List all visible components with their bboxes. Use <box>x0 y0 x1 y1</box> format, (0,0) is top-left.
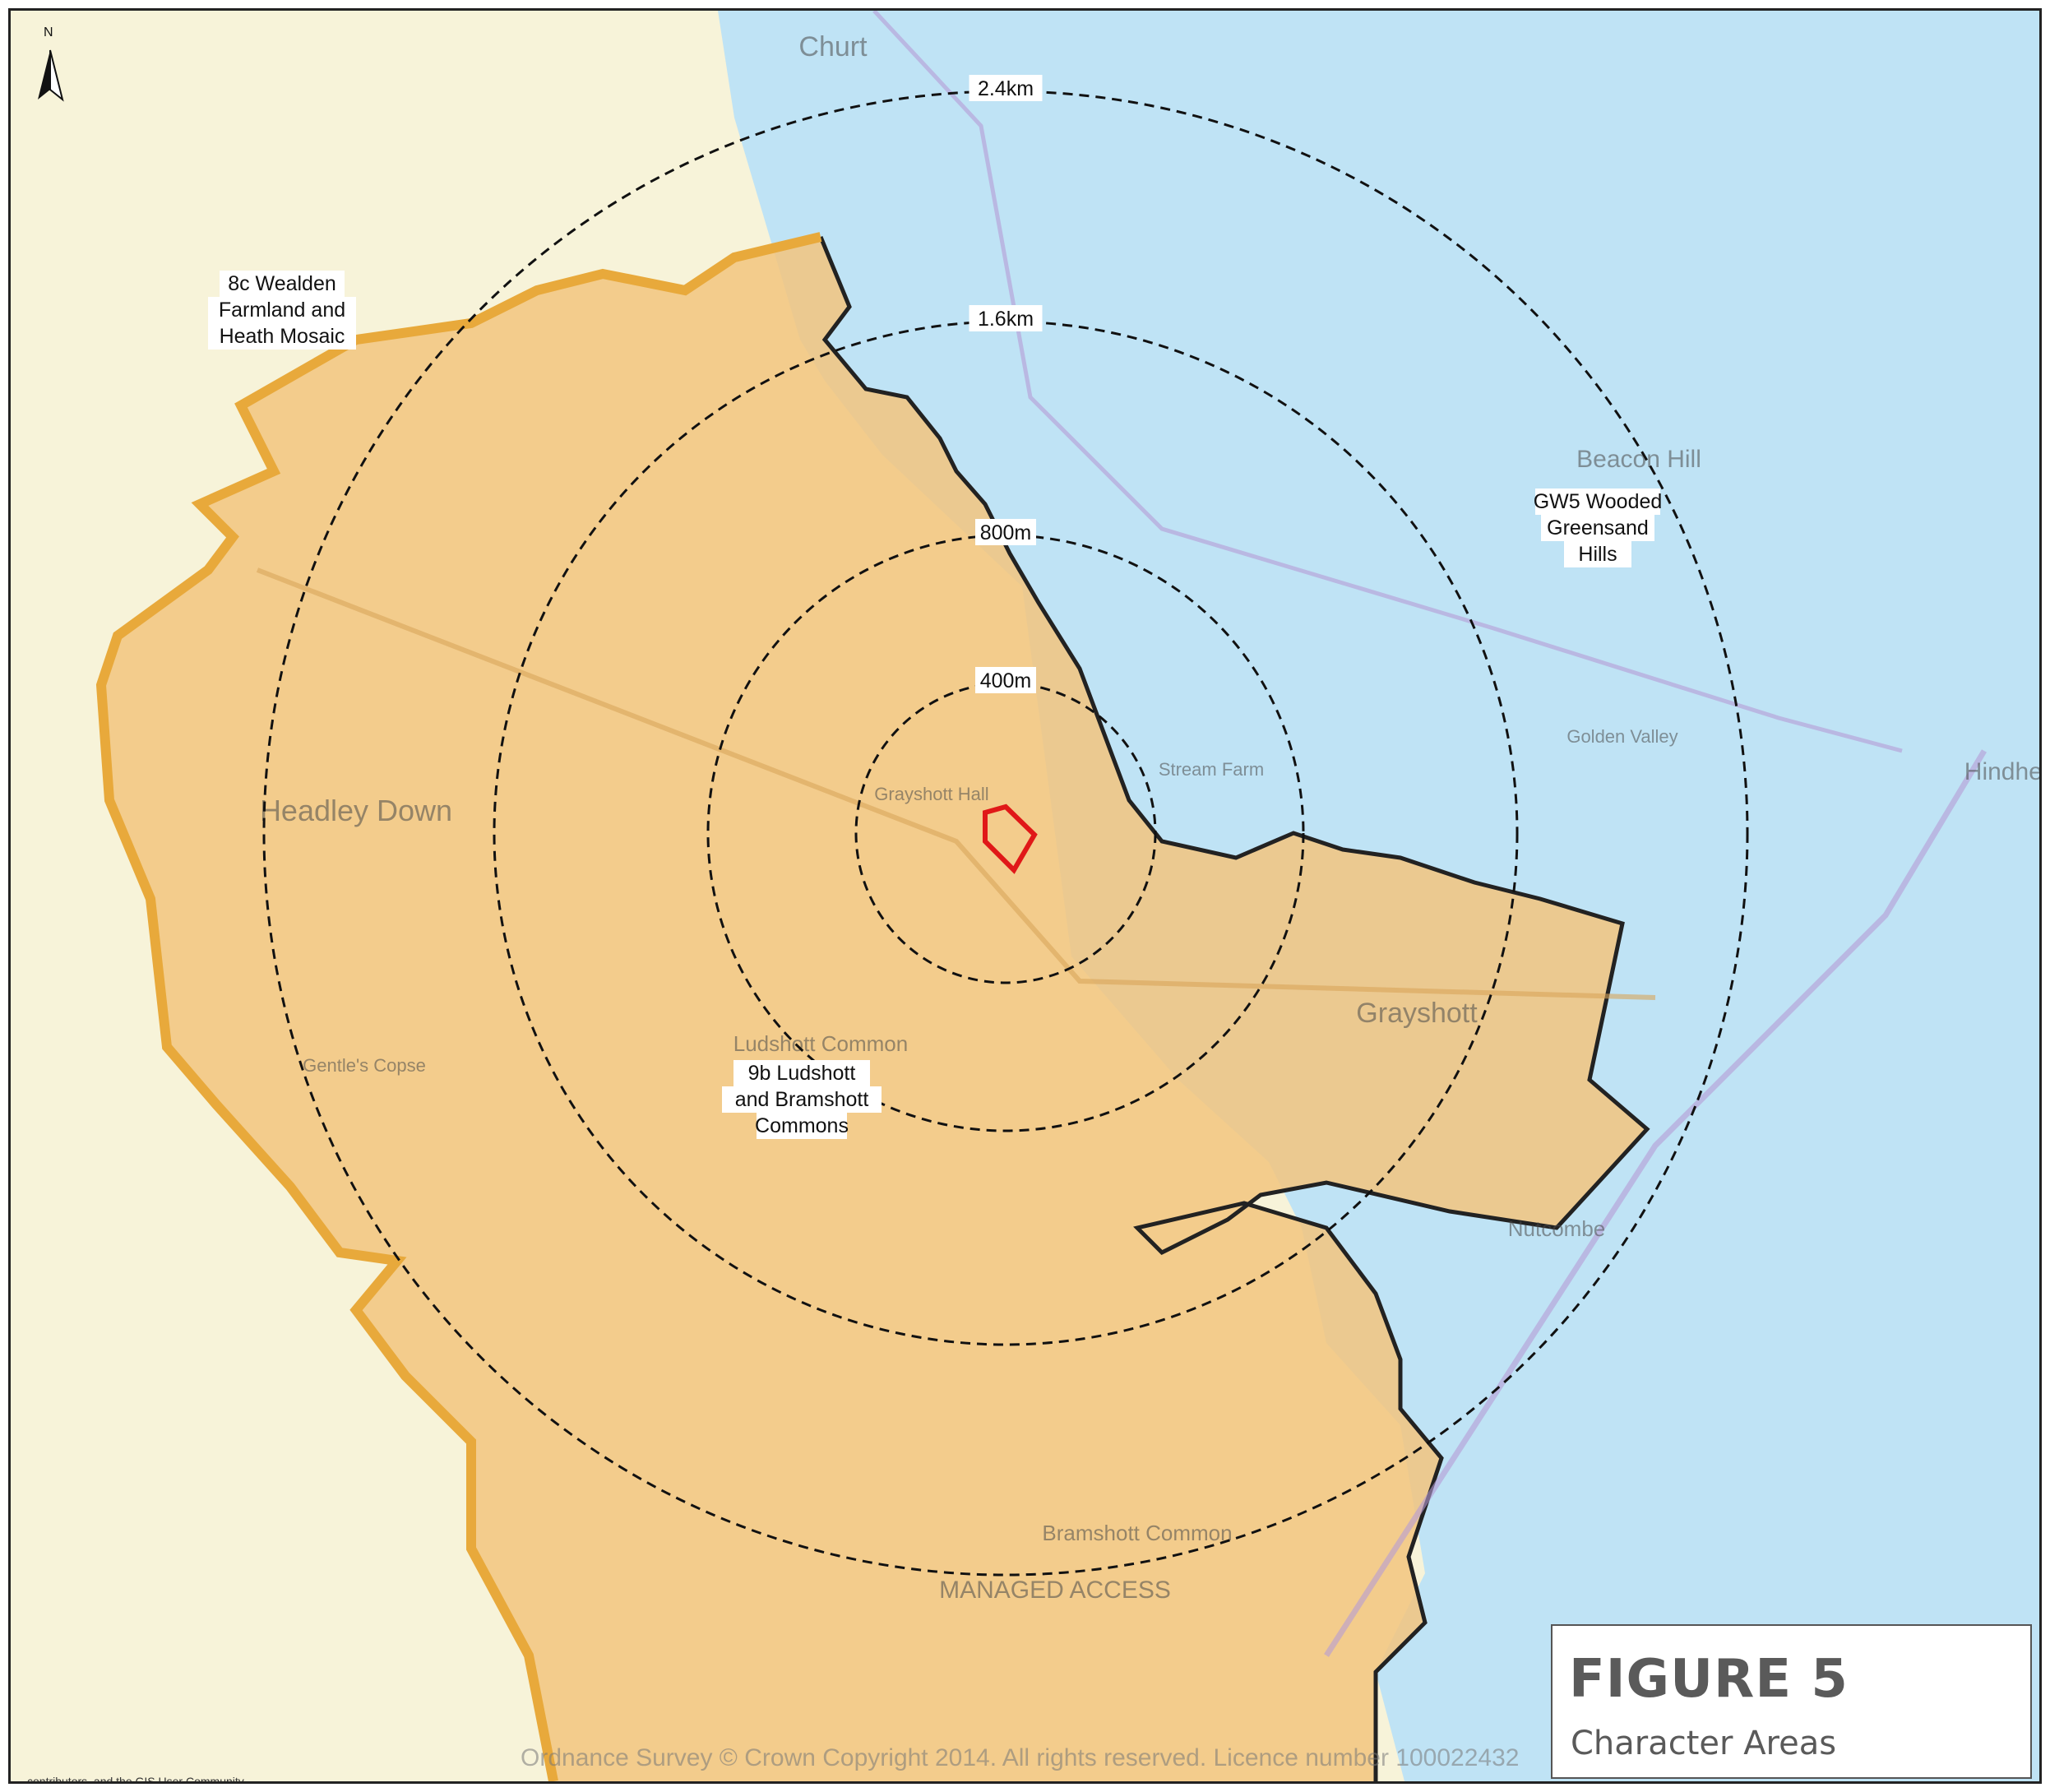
place-name: Grayshott Hall <box>874 784 988 804</box>
area-label-bg <box>1535 489 1660 515</box>
place-name: Headley Down <box>260 794 452 827</box>
place-name: Nutcombe <box>1508 1216 1606 1241</box>
area-label-line: Hills <box>1578 543 1617 566</box>
managed-access-label: MANAGED ACCESS <box>939 1577 1171 1604</box>
a-road <box>872 11 1903 753</box>
site-boundary <box>983 803 1038 874</box>
place-name: Stream Farm <box>1159 759 1264 780</box>
main-road <box>256 567 1656 1000</box>
place-name: Ludshott Common <box>733 1031 908 1056</box>
area-label-line: Heath Mosaic <box>220 325 345 348</box>
place-name: Golden Valley <box>1566 726 1677 747</box>
distance-rings: 400m 800m 1.6km 2.4km <box>262 75 1749 1577</box>
area-label-line: GW5 Wooded <box>1534 490 1663 513</box>
a3-road <box>1324 749 1988 1657</box>
ring-label: 1.6km <box>978 308 1034 331</box>
copyright-text: Ordnance Survey © Crown Copyright 2014. … <box>521 1744 1520 1771</box>
ring-label: 400m <box>980 669 1032 692</box>
area-label-line: Commons <box>755 1114 849 1137</box>
ring-label-bg <box>975 667 1036 693</box>
area-label-bg <box>1564 541 1631 567</box>
area-label-line: 9b Ludshott <box>748 1062 856 1085</box>
ring-label-bg <box>969 305 1043 331</box>
area-label-bg <box>1541 515 1654 541</box>
area-label-bg <box>220 271 345 297</box>
ring-label-bg <box>975 519 1036 545</box>
place-name: Hindhead <box>1964 758 2039 785</box>
area-label-line: Farmland and <box>219 299 345 322</box>
credits-text: contributors, and the GIS User Community <box>27 1775 244 1784</box>
ring-label: 800m <box>980 521 1032 544</box>
place-name: Grayshott <box>1356 998 1478 1029</box>
place-name: Churt <box>798 31 868 63</box>
area-label-bg <box>722 1086 882 1113</box>
area-label-line: and Bramshott <box>735 1088 869 1111</box>
north-letter: N <box>44 25 53 39</box>
dark-boundary-line <box>818 236 1650 1781</box>
area-label-line: 8c Wealden <box>228 272 336 295</box>
figure-legend-box: FIGURE 5 Character Areas <box>1551 1624 2032 1779</box>
north-arrow: N <box>34 25 67 108</box>
ring-1 <box>854 682 1157 984</box>
area-label-bg <box>208 297 356 323</box>
orange-boundary-line <box>95 232 822 1781</box>
place-name: Beacon Hill <box>1576 446 1701 473</box>
area-label-bg <box>733 1060 870 1086</box>
north-arrow-icon <box>38 49 64 102</box>
ring-label-bg <box>969 75 1043 101</box>
place-name: Bramshott Common <box>1042 1521 1232 1545</box>
area-label-bg <box>208 323 356 350</box>
ring-label: 2.4km <box>978 77 1034 100</box>
figure-title: FIGURE 5 <box>1569 1649 1849 1710</box>
place-name: Gentle's Copse <box>303 1055 426 1076</box>
area-label-bg <box>757 1113 847 1139</box>
area-ludshott-bramshott-commons <box>101 237 1647 1781</box>
area-label-line: Greensand <box>1547 516 1649 539</box>
figure-subtitle: Character Areas <box>1571 1725 1837 1762</box>
